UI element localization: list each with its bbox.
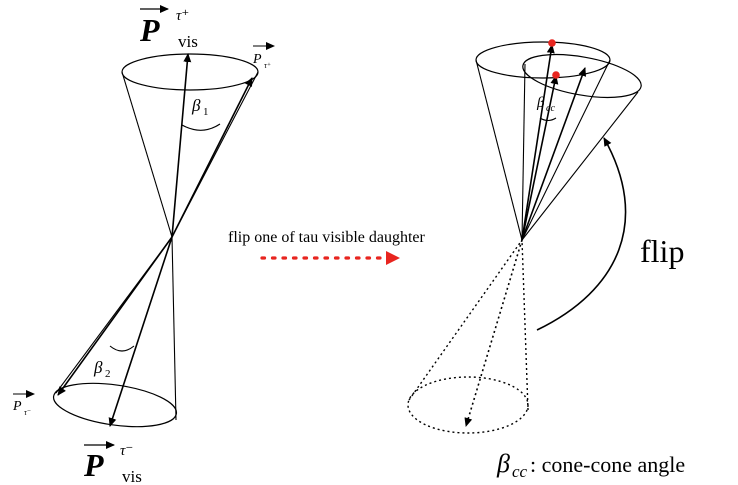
red-point-top: [548, 39, 556, 47]
footer-legend: β cc : cone-cone angle: [496, 449, 685, 481]
right-cone-b-edge-left: [521, 63, 526, 241]
vector-to-point-mid: [521, 75, 559, 241]
left-upper-cone-base: [121, 53, 259, 91]
vector-dotted-lower: [464, 239, 523, 427]
svg-text:β: β: [93, 358, 103, 377]
vector-flipped: [521, 67, 587, 241]
svg-text:1: 1: [203, 106, 209, 118]
beta-cc-arc: [539, 117, 557, 122]
svg-text:β: β: [191, 96, 201, 115]
right-upper-cone-base-b: [522, 53, 642, 99]
svg-text:cc: cc: [546, 103, 555, 114]
red-point-mid: [552, 71, 560, 79]
right-lower-cone-edge-right: [521, 239, 529, 411]
svg-text:β: β: [536, 95, 545, 111]
right-cone: β cc flip: [407, 39, 684, 434]
svg-text:P: P: [252, 52, 262, 67]
svg-text:β: β: [496, 449, 510, 478]
left-cone: P τ⁺ vis P τ⁺ β 1 β 2 P τ⁻ P τ⁻ vis: [12, 5, 275, 485]
label-beta1: β 1: [191, 96, 209, 118]
label-beta2: β 2: [93, 358, 111, 380]
svg-text:: cone-cone angle: : cone-cone angle: [530, 452, 685, 477]
svg-text:τ⁺: τ⁺: [264, 61, 271, 70]
beta1-arc: [181, 123, 221, 131]
right-lower-cone-edge-left: [408, 239, 523, 401]
label-p-vis-plus: P τ⁺ vis: [139, 5, 198, 51]
svg-text:τ⁺: τ⁺: [176, 8, 189, 24]
svg-text:vis: vis: [178, 32, 198, 51]
right-cone-a-edge-right: [521, 59, 611, 241]
right-lower-cone-base-dotted: [407, 376, 529, 434]
svg-text:P: P: [12, 399, 22, 414]
left-upper-cone-edge-left: [121, 71, 173, 238]
flip-curve-arrow: [536, 137, 627, 331]
label-p-vis-minus: P τ⁻ vis: [83, 441, 142, 485]
left-lower-cone-base: [52, 382, 178, 428]
label-p-tau-minus: P τ⁻: [12, 390, 35, 417]
svg-text:τ⁻: τ⁻: [120, 443, 133, 459]
right-cone-b-edge-right: [521, 91, 639, 241]
p-vis-minus-arrow: [108, 236, 173, 427]
label-beta-cc: β cc: [536, 95, 555, 114]
flip-label: flip: [640, 233, 684, 269]
svg-text:2: 2: [105, 368, 111, 380]
flip-caption: flip one of tau visible daughter: [228, 229, 426, 246]
flip-transition: flip one of tau visible daughter: [228, 229, 426, 265]
p-vis-plus-arrow: [171, 53, 192, 238]
p-tau-plus-arrow: [171, 77, 253, 238]
vector-to-point-top: [521, 44, 555, 241]
svg-text:cc: cc: [512, 462, 528, 481]
svg-text:P: P: [83, 447, 104, 483]
p-tau-minus-arrow: [57, 236, 173, 396]
label-p-tau-plus: P τ⁺: [252, 42, 275, 70]
left-lower-cone-edge-right: [171, 236, 177, 421]
svg-text:P: P: [139, 12, 160, 48]
svg-text:vis: vis: [122, 467, 142, 485]
right-upper-cone-base-a: [475, 41, 611, 79]
right-cone-a-edge-left: [475, 59, 523, 241]
beta2-arc: [109, 345, 135, 352]
svg-text:τ⁻: τ⁻: [24, 408, 31, 417]
